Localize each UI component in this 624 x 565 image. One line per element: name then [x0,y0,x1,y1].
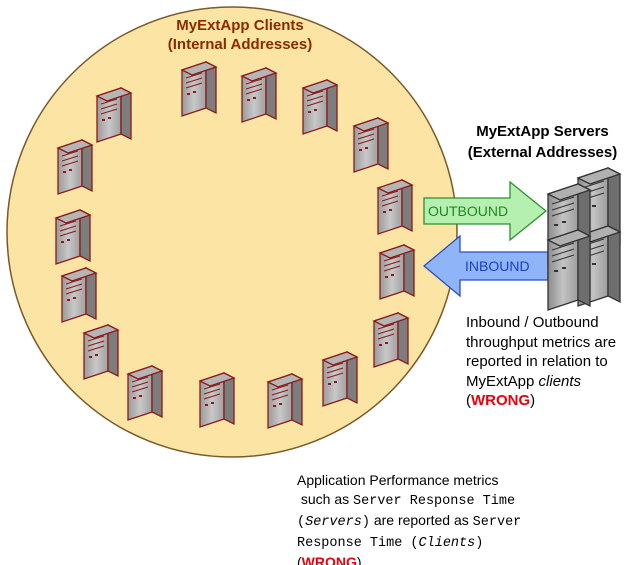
performance-note-line1: Application Performance metrics [297,472,499,488]
client-server-icon [302,79,338,135]
performance-note-line3-text: are reported as [369,512,473,528]
outbound-label: OUTBOUND [428,203,509,219]
performance-note-line3-close: ) [361,515,370,530]
throughput-note-line5: (WRONG) [466,391,616,411]
throughput-note-line4-italic: clients [538,372,582,390]
performance-note-line2-mono: Server Response Time [353,494,516,509]
performance-note-line4-italic: Clients [418,536,476,551]
performance-note-line4: Response Time (Clients) [297,532,521,553]
external-servers [547,167,621,311]
throughput-note-line4-prefix: MyExtApp [466,372,539,390]
performance-note-line3: (Servers) are reported as Server [297,511,521,532]
client-server-icon [181,61,217,117]
clients-title: MyExtApp Clients (Internal Addresses) [110,16,370,54]
client-server-icon [127,365,163,421]
client-server-icon [83,324,119,380]
client-server-icon [353,117,389,173]
servers-title-line1: MyExtApp Servers [476,123,609,140]
performance-note-line2-prefix: such as [297,491,354,507]
client-server-icon [373,312,409,368]
outbound-arrow [423,180,548,242]
throughput-note-line1: Inbound / Outbound [466,314,599,331]
performance-note-line4-mono: Response Time ( [297,536,419,551]
performance-note-line4-close: ) [475,536,484,551]
performance-note-line2: such as Server Response Time [297,490,521,511]
client-server-icon [61,267,97,323]
inbound-label: INBOUND [465,258,530,274]
throughput-open-paren: ( [466,392,471,409]
clients-title-line1: MyExtApp Clients [176,17,304,34]
performance-note-line3-open: ( [297,515,306,530]
client-server-icon [241,67,277,123]
performance-open-paren: ( [297,554,302,565]
server-icon [547,229,591,311]
client-server-icon [199,372,235,428]
throughput-wrong-badge: WRONG [471,392,531,409]
throughput-note-line2: throughput metrics are [466,333,617,351]
throughput-note-line4: MyExtApp clients [466,372,616,392]
client-server-icon [57,139,93,195]
throughput-close-paren: ) [530,392,536,409]
client-server-icon [322,351,358,407]
client-server-icon [55,209,91,265]
throughput-note: Inbound / Outbound throughput metrics ar… [466,313,616,411]
performance-close-paren: ) [356,554,362,565]
clients-title-line2: (Internal Addresses) [167,36,313,53]
inbound-arrow [422,234,549,298]
client-server-icon [379,244,415,300]
servers-title: MyExtApp Servers (External Addresses) [455,121,624,163]
client-server-icon [267,373,303,429]
throughput-note-line3: reported in relation to [466,353,608,370]
performance-wrong-badge: WRONG [301,554,357,565]
servers-title-line2: (External Addresses) [467,144,618,161]
client-server-icon [96,87,132,143]
performance-note-line3-end: Server [472,515,522,530]
performance-note-line5: (WRONG) [297,553,521,565]
client-server-icon [377,179,413,235]
performance-note-line3-italic: Servers [305,515,362,530]
performance-note: Application Performance metrics such as … [297,471,521,565]
